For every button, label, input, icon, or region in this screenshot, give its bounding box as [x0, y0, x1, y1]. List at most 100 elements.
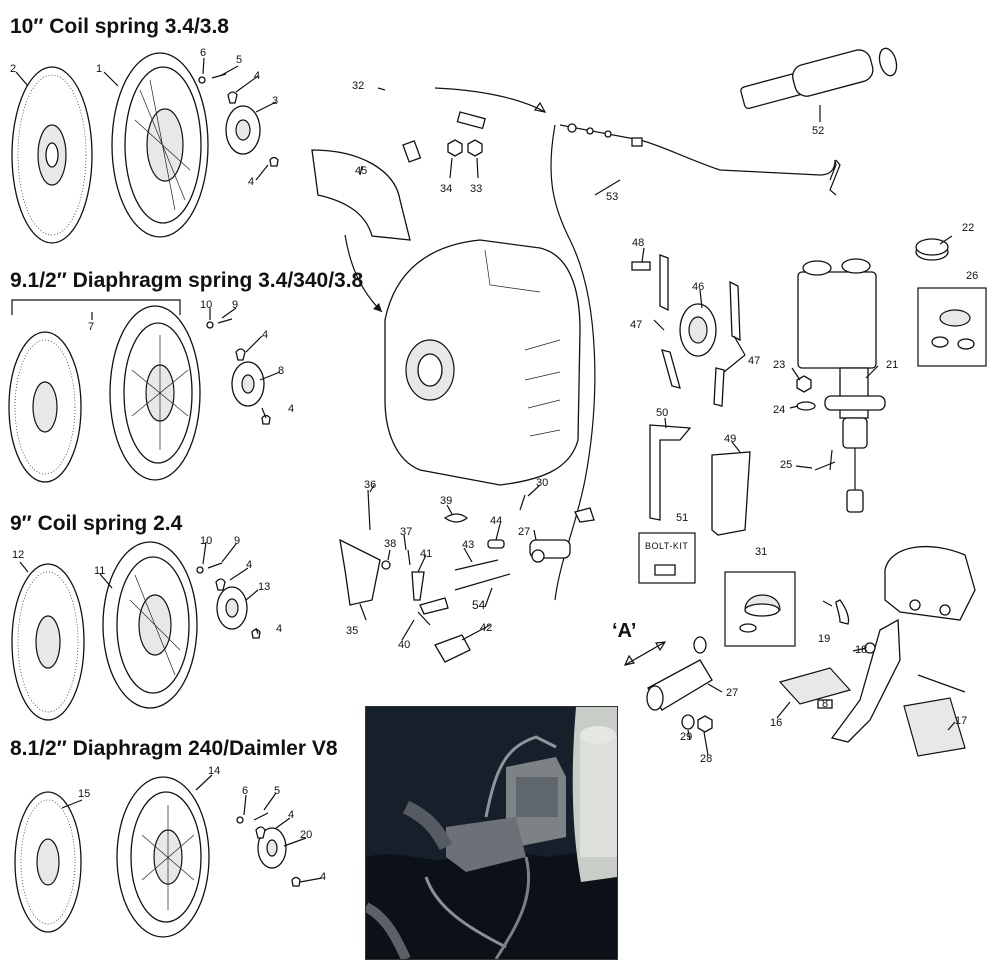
- callout-14: 14: [208, 765, 220, 777]
- callout-54: 54: [472, 598, 486, 612]
- bracket-7: [11, 299, 181, 315]
- title-9-5in-diaphragm: 9.1/2″ Diaphragm spring 3.4/340/3.8: [10, 269, 364, 292]
- box-51: [638, 532, 696, 584]
- callout-4: 4: [288, 403, 294, 415]
- callout-31: 31: [755, 546, 767, 558]
- release-bearing-13: [216, 586, 248, 630]
- pedal-pad-17: [903, 697, 966, 757]
- arrow-head-cover: [373, 303, 382, 312]
- block-8: [817, 699, 833, 709]
- pin-25: [814, 449, 836, 471]
- pedal-box: [884, 545, 976, 621]
- spring-19: [835, 599, 850, 625]
- callout-20: 20: [300, 829, 312, 841]
- callout-48: 48: [632, 237, 644, 249]
- callout-47: 47: [748, 355, 760, 367]
- nuts-33-34: [447, 139, 483, 157]
- callout-23: 23: [773, 359, 785, 371]
- callout-15: 15: [78, 788, 90, 800]
- engine-bay-photo-art: [366, 707, 617, 959]
- callout-25: 25: [780, 459, 792, 471]
- release-bearing-8: [231, 361, 265, 407]
- callout-32: 32: [352, 80, 364, 92]
- bellhousing: [384, 239, 581, 486]
- nut-38: [381, 560, 391, 570]
- callout-4: 4: [288, 809, 294, 821]
- callout-45: 45: [355, 165, 367, 177]
- clip-39: [443, 513, 469, 523]
- callout-numbers: 2 1 6 5 4 3 4 7 10 9 4 8 4 12 11 10 9 4 …: [10, 47, 978, 883]
- callout-5: 5: [274, 785, 280, 797]
- callout-51: 51: [676, 512, 688, 524]
- dimension-arrows-a: [623, 641, 667, 666]
- callout-7: 7: [88, 321, 94, 333]
- callout-27: 27: [518, 526, 530, 538]
- brackets-49-50: [649, 424, 751, 536]
- callout-33: 33: [470, 183, 482, 195]
- washers-28-29: [681, 714, 713, 733]
- slave-cylinder-27: [529, 507, 595, 563]
- callout-18: 18: [855, 644, 867, 656]
- arrow-40: [417, 611, 431, 626]
- callout-44: 44: [490, 515, 502, 527]
- rod-36: [367, 489, 371, 531]
- arrow-hose: [434, 87, 546, 113]
- small-parts-row2: [206, 318, 271, 425]
- callout-5: 5: [236, 54, 242, 66]
- pin-30: [519, 494, 526, 511]
- pedal-pad-16: [778, 667, 852, 705]
- callout-1: 1: [96, 63, 102, 75]
- callout-40: 40: [398, 639, 410, 651]
- nuts-23-24: [796, 375, 816, 411]
- callout-47: 47: [630, 319, 642, 331]
- callout-22: 22: [962, 222, 974, 234]
- pipe-to-slave: [550, 124, 596, 601]
- callout-35: 35: [346, 625, 358, 637]
- slave-cylinder-27b: [646, 636, 713, 711]
- callout-4: 4: [276, 623, 282, 635]
- callout-12: 12: [12, 549, 24, 561]
- bolt-kit-icon: [654, 564, 676, 576]
- reservoir-21: [797, 258, 886, 513]
- callout-53: 53: [606, 191, 618, 203]
- cover-45: [311, 149, 411, 241]
- pressure-plate-1: [111, 52, 209, 238]
- lever-35: [339, 538, 381, 606]
- callout-8: 8: [278, 365, 284, 377]
- callout-43: 43: [462, 539, 474, 551]
- callout-4: 4: [320, 871, 326, 883]
- title-9in-coil: 9″ Coil spring 2.4: [10, 512, 183, 535]
- callout-19: 19: [818, 633, 830, 645]
- callout-4: 4: [248, 176, 254, 188]
- arrow-cover: [344, 234, 383, 313]
- callout-4: 4: [262, 329, 268, 341]
- seal-kit-26: [931, 309, 975, 350]
- callout-29: 29: [680, 731, 692, 743]
- callout-28: 28: [700, 753, 712, 765]
- clutch-disc-2: [11, 66, 93, 244]
- small-parts-row4: [236, 812, 301, 887]
- callout-16: 16: [770, 717, 782, 729]
- title-10in-coil: 10″ Coil spring 3.4/3.8: [10, 15, 229, 38]
- view-a-label: ‘A’: [612, 620, 636, 642]
- callout-4: 4: [254, 70, 260, 82]
- callout-4: 4: [246, 559, 252, 571]
- small-parts-row1: [198, 73, 279, 167]
- callout-41: 41: [420, 548, 432, 560]
- callout-10: 10: [200, 535, 212, 547]
- pressure-plate-14: [116, 776, 210, 938]
- callout-9: 9: [234, 535, 240, 547]
- callout-11: 11: [94, 565, 105, 577]
- pin-37: [407, 549, 411, 566]
- callout-38: 38: [384, 538, 396, 550]
- box-26: [917, 287, 987, 367]
- release-bearing-3: [225, 105, 261, 155]
- cap-22: [915, 238, 949, 261]
- small-parts-row3: [196, 562, 261, 639]
- rod: [917, 674, 966, 693]
- callout-27: 27: [726, 687, 738, 699]
- callout-3: 3: [272, 95, 278, 107]
- clevis-40: [419, 597, 449, 615]
- callout-6: 6: [242, 785, 248, 797]
- callout-50: 50: [656, 407, 668, 419]
